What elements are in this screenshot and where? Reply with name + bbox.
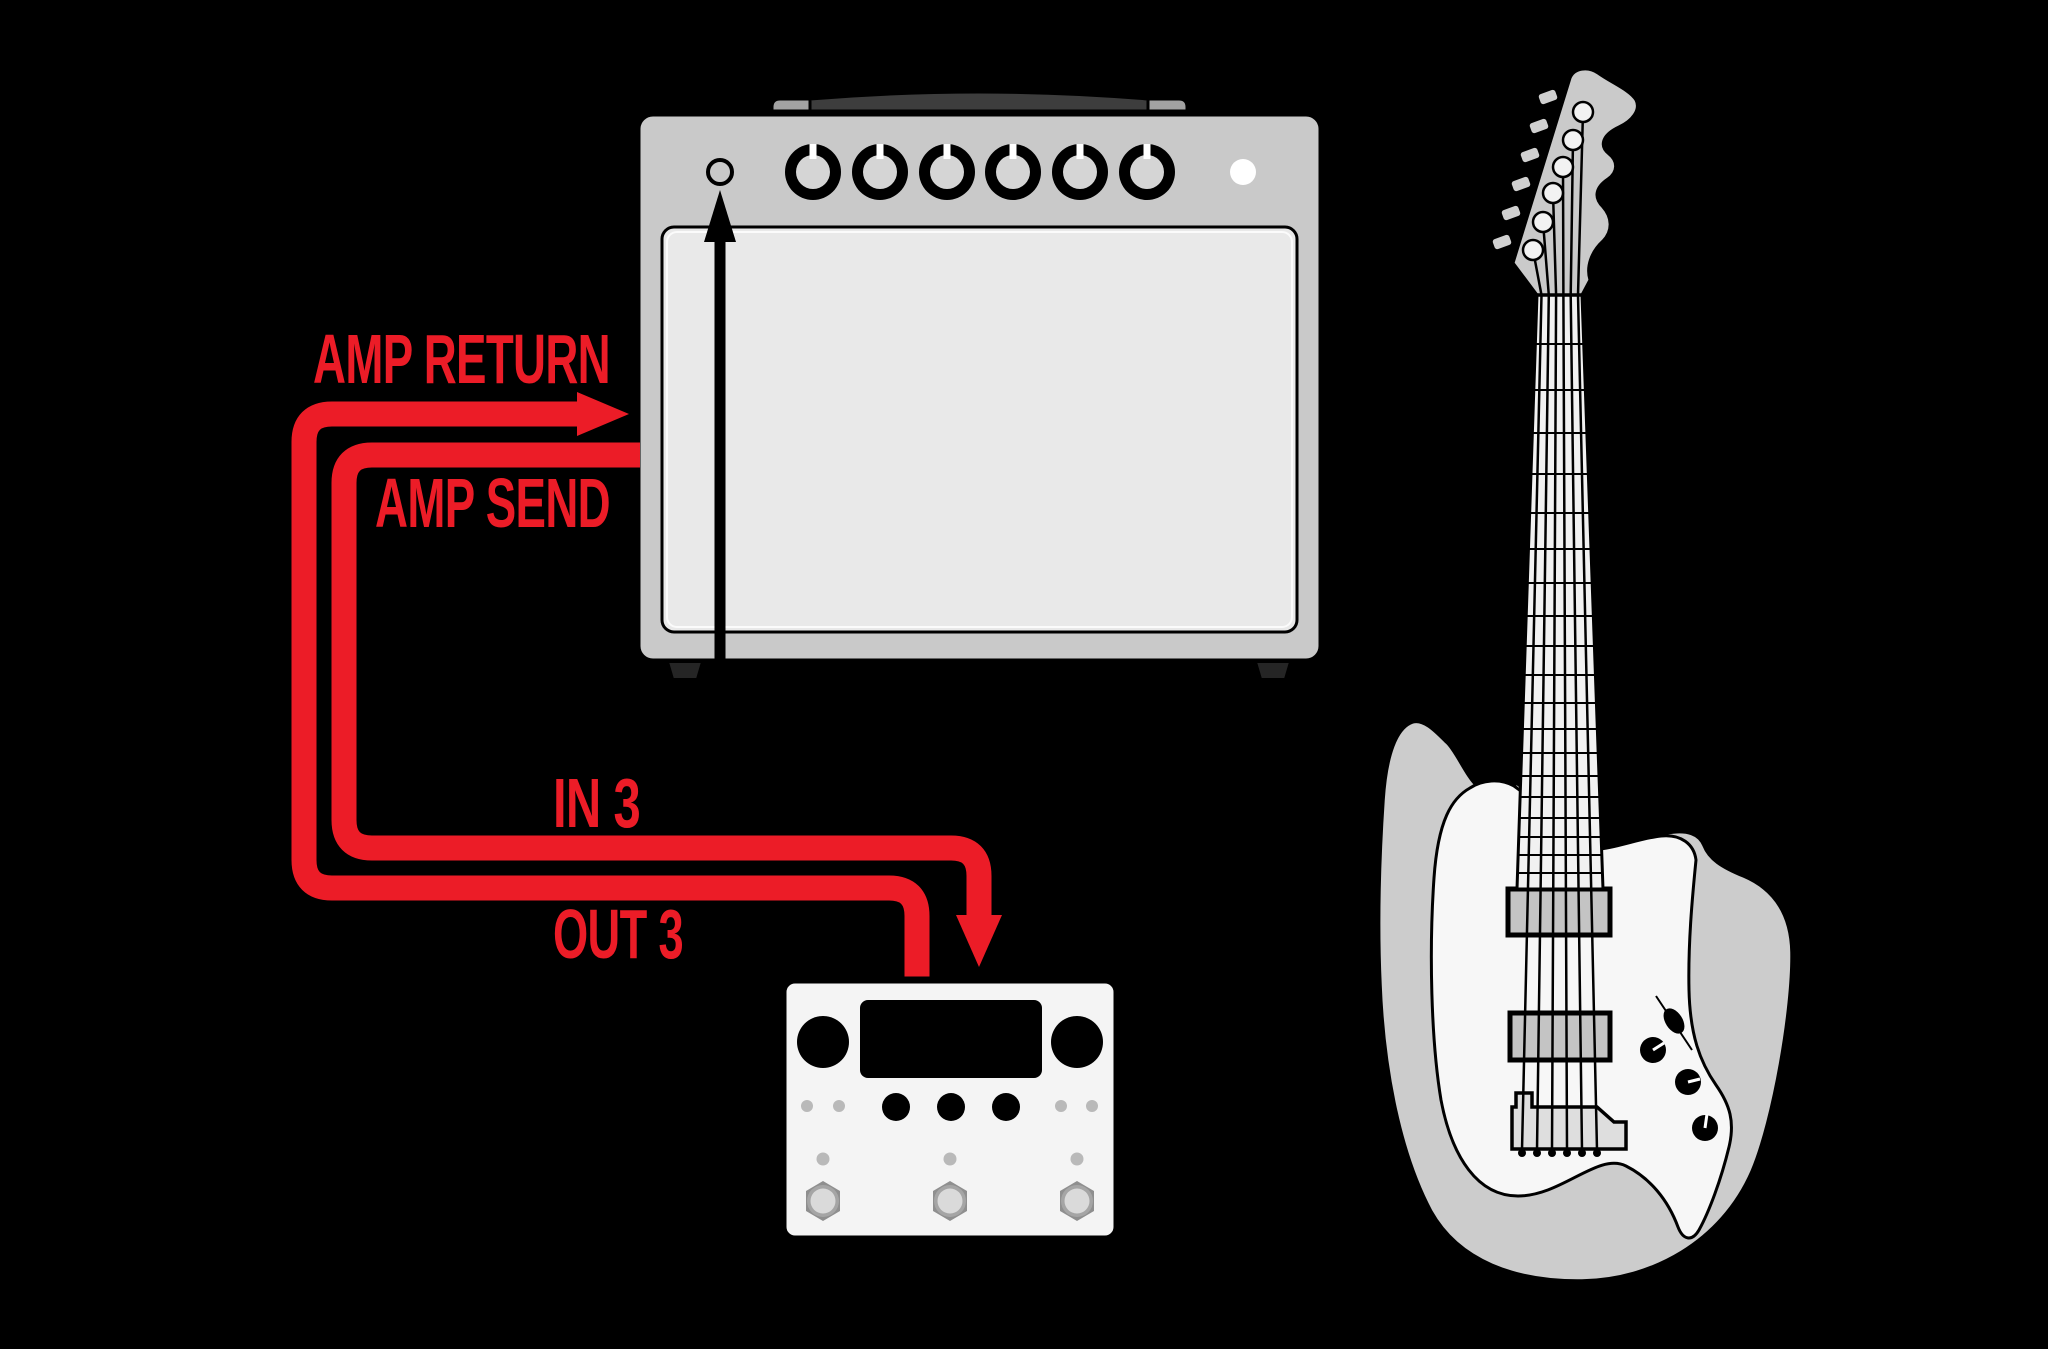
pedal-footswitch [806, 1181, 840, 1221]
tuner-post [1551, 155, 1575, 179]
tuner-post [1541, 181, 1565, 205]
guitar-knob [1675, 1069, 1701, 1095]
guitar-control-knobs [1640, 1037, 1718, 1141]
tuner-post [1561, 128, 1585, 152]
switch-tip [1663, 1008, 1685, 1034]
guitar-bridge-anchors [1518, 1149, 1601, 1157]
tuner-button [1536, 87, 1560, 107]
tuner-button [1490, 232, 1514, 252]
guitar-tuner-posts [1521, 100, 1595, 262]
tuner-button [1499, 203, 1523, 223]
amp-return-arrowhead [577, 392, 629, 436]
pedal-footswitch [933, 1181, 967, 1221]
pedal-indicator-dot [833, 1100, 845, 1112]
guitar-string [1535, 221, 1551, 1151]
multi-effects-pedal [779, 976, 1121, 1243]
guitar-string [1520, 249, 1543, 1151]
tuner-button [1509, 174, 1533, 194]
tuner-post [1521, 238, 1545, 262]
amp-send-label: AMP SEND [375, 464, 610, 542]
bridge-anchor-dot [1548, 1149, 1556, 1157]
bridge-anchor-dot [1533, 1149, 1541, 1157]
pedal-indicator-dot [1055, 1100, 1067, 1112]
bridge-anchor-dot [1518, 1149, 1526, 1157]
pedal-knob-small [992, 1093, 1020, 1121]
pedal-indicator-dot [801, 1100, 813, 1112]
amp-return-label: AMP RETURN [313, 320, 610, 398]
out3-to-amp-return-cable [291, 401, 930, 980]
amp-knob [785, 144, 841, 200]
pedal-footswitch-led [816, 1152, 830, 1166]
out3-label: OUT 3 [553, 895, 683, 973]
in3-arrowhead [956, 915, 1002, 967]
tuner-button [1518, 145, 1542, 165]
guitar-string [1569, 139, 1584, 1151]
amp-input-arrowhead [704, 190, 736, 242]
pedal-display [860, 1000, 1042, 1078]
amp-input-jack [706, 158, 734, 186]
pedal-indicator-dot [1086, 1100, 1098, 1112]
amp-speaker-grille [660, 225, 1299, 634]
bridge-anchor-dot [1578, 1149, 1586, 1157]
pedal-knob-large-right [1051, 1016, 1103, 1068]
bridge-anchor-dot [1593, 1149, 1601, 1157]
tuner-post [1531, 210, 1555, 234]
tuner-post [1571, 100, 1595, 124]
tuner-button [1527, 116, 1551, 136]
amp-knob [1052, 144, 1108, 200]
guitar-strings [1520, 111, 1599, 1151]
in3-label: IN 3 [553, 764, 640, 842]
amp-knob [919, 144, 975, 200]
guitar-string [1561, 166, 1569, 1151]
amp-knob [985, 144, 1041, 200]
guitar-string [1576, 111, 1599, 1151]
guitar-knob [1692, 1113, 1718, 1141]
guitar-string [1550, 192, 1558, 1151]
pedal-footswitch-led [943, 1152, 957, 1166]
pedal-footswitch [1060, 1181, 1094, 1221]
pedal-knob-small [882, 1093, 910, 1121]
amp-input-arrow [704, 190, 736, 672]
guitar-tuner-buttons [1490, 87, 1560, 252]
pedal-knob-small [937, 1093, 965, 1121]
bridge-anchor-dot [1563, 1149, 1571, 1157]
pedal-footswitch-led [1070, 1152, 1084, 1166]
guitar-amplifier [633, 90, 1326, 680]
guitar-frets [1518, 343, 1602, 874]
amp-send-to-in3-cable [331, 442, 992, 918]
amp-foot-right [1254, 661, 1292, 680]
amp-knob [1119, 144, 1175, 200]
guitar-knob [1640, 1037, 1666, 1063]
signal-cables: AMP RETURN AMP SEND IN 3 OUT 3 [291, 320, 1002, 980]
guitar-neck-pickup [1505, 886, 1613, 938]
amp-knob [852, 144, 908, 200]
amp-power-led [1230, 159, 1256, 185]
electric-guitar [1374, 67, 1796, 1285]
amp-foot-left [666, 661, 704, 680]
pedal-knob-large-left [797, 1016, 849, 1068]
amp-grille-highlight [666, 231, 1293, 628]
guitar-pickup-switch [1655, 995, 1693, 1051]
amp-knob-row [785, 144, 1175, 200]
